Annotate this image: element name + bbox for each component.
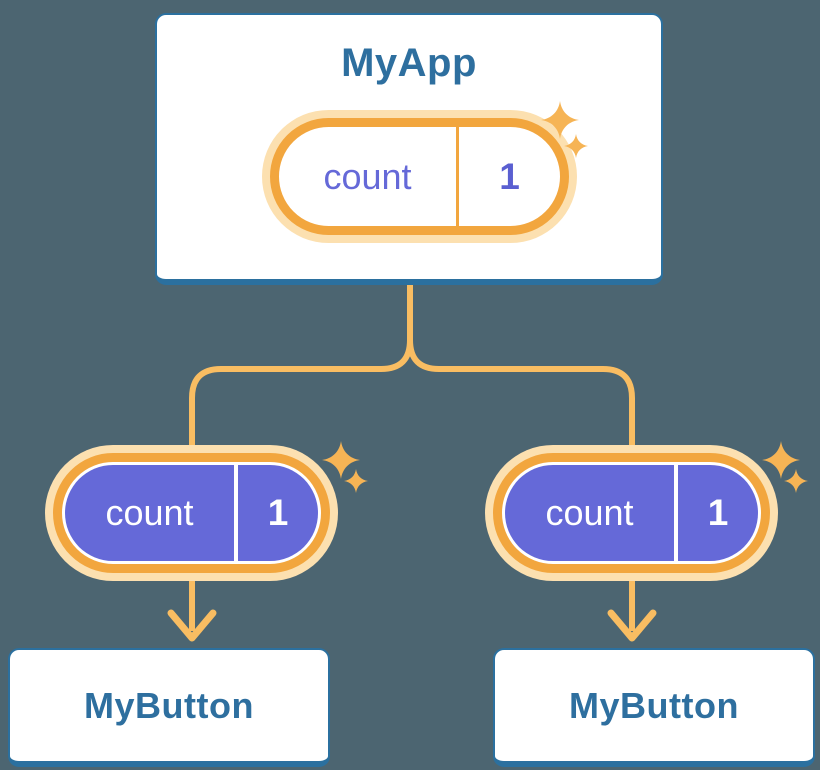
state-value: 1 (499, 155, 520, 197)
prop-value: 1 (707, 492, 729, 533)
prop-name: count (105, 492, 194, 533)
arrow-down-icon-right (607, 609, 657, 642)
connector-right-branch (407, 285, 635, 631)
pill-divider (456, 127, 459, 226)
right-child-component-card: MyButton (493, 648, 815, 767)
sparkle-icon-small (564, 134, 588, 158)
child-component-title: MyButton (84, 684, 254, 726)
sparkle-icon-small (784, 469, 808, 493)
child-component-title: MyButton (569, 684, 739, 726)
state-name: count (323, 155, 412, 197)
sparkle-icon-large (541, 101, 579, 139)
prop-value: 1 (267, 492, 289, 533)
sparkle-icon-small (344, 469, 368, 493)
root-component-title: MyApp (341, 41, 477, 85)
pill-divider (674, 465, 678, 561)
sparkle-icon-large (762, 441, 800, 479)
prop-name: count (545, 492, 634, 533)
arrow-down-icon-left (167, 609, 217, 642)
left-prop-pill: count 1 (45, 445, 338, 581)
pill-divider (234, 465, 238, 561)
root-state-pill: count 1 (262, 110, 577, 243)
left-child-component-card: MyButton (8, 648, 330, 767)
right-prop-pill: count 1 (485, 445, 778, 581)
sparkle-icon-large (322, 441, 360, 479)
